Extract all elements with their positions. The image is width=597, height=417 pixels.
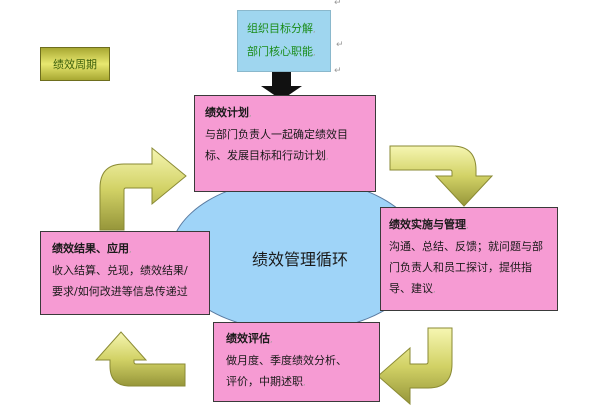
evaluation-line-2: 评价，中期述职 xyxy=(226,375,303,388)
implementation-line-1: 沟通、总结、反馈；就问题与部 xyxy=(389,240,543,253)
down-arrow xyxy=(261,72,302,100)
result-line-2: 要求/如何改进等信息传递过 xyxy=(52,285,188,298)
center-label: 绩效管理循环 xyxy=(251,250,348,269)
bent-arrow-right-down xyxy=(389,145,494,207)
result-title: 绩效结果、应用 xyxy=(52,242,129,255)
objectives-box: 组织目标分解, 部门核心职能, xyxy=(237,10,331,72)
evaluation-title: 绩效评估 xyxy=(226,332,270,345)
plan-box: 绩效计划, 与部门负责人一起确定绩效目 标、发展目标和行动计划, xyxy=(194,95,376,192)
implementation-title: 绩效实施与管理 xyxy=(389,218,466,231)
objectives-line-2: 部门核心职能 xyxy=(247,45,313,58)
evaluation-box: 绩效评估, 做月度、季度绩效分析、 评价，中期述职, xyxy=(213,322,380,402)
bent-arrow-left-up-bottom xyxy=(94,331,186,387)
plan-line-1: 与部门负责人一起确定绩效目 xyxy=(205,128,348,141)
objectives-line-1: 组织目标分解 xyxy=(247,22,313,35)
evaluation-line-1: 做月度、季度绩效分析、 xyxy=(226,354,347,367)
implementation-line-2: 门负责人和员工探讨，提供指 xyxy=(389,261,532,274)
plan-title: 绩效计划 xyxy=(205,106,249,119)
implementation-line-3: 导、建议 xyxy=(389,282,433,295)
result-box: 绩效结果、应用, 收入结算、兑现，绩效结果/ 要求/如何改进等信息传递过 xyxy=(40,231,210,315)
implementation-box: 绩效实施与管理, 沟通、总结、反馈；就问题与部 门负责人和员工探讨，提供指 导、… xyxy=(380,207,558,311)
bent-arrow-left-up xyxy=(99,146,187,231)
cycle-label: 绩效周期 xyxy=(53,58,97,71)
result-line-1: 收入结算、兑现，绩效结果/ xyxy=(52,264,188,277)
bent-arrow-right-down-left xyxy=(377,327,453,406)
cycle-label-box: 绩效周期 xyxy=(40,47,110,81)
plan-line-2: 标、发展目标和行动计划 xyxy=(205,149,326,162)
